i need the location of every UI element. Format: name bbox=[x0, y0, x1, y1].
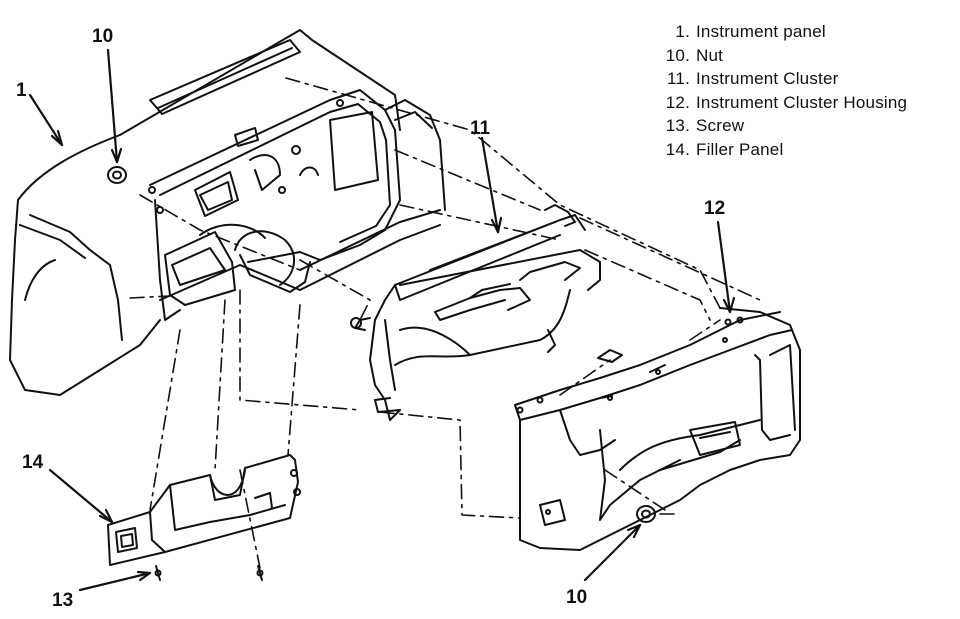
alignment-dash-lines bbox=[129, 77, 761, 569]
callout-nut-top: 10 bbox=[92, 26, 114, 47]
nut-top-drawing bbox=[107, 166, 127, 184]
legend-item-label: Nut bbox=[696, 45, 724, 65]
leader-lines bbox=[28, 48, 736, 592]
legend-item: 12. Instrument Cluster Housing bbox=[652, 91, 952, 115]
legend-item-number: 10. bbox=[665, 45, 690, 65]
legend-item-number: 14. bbox=[665, 139, 690, 159]
legend-item: 14. Filler Panel bbox=[652, 138, 952, 162]
legend-item: 13. Screw bbox=[652, 114, 952, 138]
legend-item-number: 13. bbox=[665, 116, 690, 135]
legend-item: 10. Nut bbox=[652, 44, 952, 68]
cluster-housing-drawing bbox=[514, 307, 801, 551]
instrument-panel-drawing bbox=[9, 29, 446, 396]
legend-item-number: 1. bbox=[675, 22, 690, 41]
legend-item-label: Instrument panel bbox=[696, 22, 826, 41]
legend-item-label: Instrument Cluster bbox=[696, 69, 839, 88]
legend-item: 11. Instrument Cluster bbox=[652, 67, 952, 91]
legend-item-label: Screw bbox=[696, 116, 745, 135]
legend-item-number: 12. bbox=[665, 92, 690, 112]
callout-filler-panel: 14 bbox=[22, 452, 44, 473]
callout-nut-bottom: 10 bbox=[566, 587, 588, 608]
legend-item-label: Filler Panel bbox=[696, 139, 784, 159]
legend-item-label: Instrument Cluster Housing bbox=[696, 92, 908, 112]
callout-screw: 13 bbox=[52, 590, 74, 611]
instrument-cluster-drawing bbox=[350, 204, 601, 421]
screws-drawing bbox=[155, 565, 263, 581]
legend-item: 1. Instrument panel bbox=[652, 20, 952, 44]
parts-legend: 1. Instrument panel 10. Nut 11. Instrument … bbox=[652, 20, 952, 161]
callout-instrument-cluster: 11 bbox=[470, 118, 491, 139]
callout-instrument-panel: 1 bbox=[16, 80, 27, 101]
nut-bottom-drawing bbox=[636, 505, 656, 523]
callout-cluster-housing: 12 bbox=[704, 198, 726, 219]
filler-panel-drawing bbox=[107, 454, 301, 577]
legend-item-number: 11. bbox=[667, 69, 690, 88]
